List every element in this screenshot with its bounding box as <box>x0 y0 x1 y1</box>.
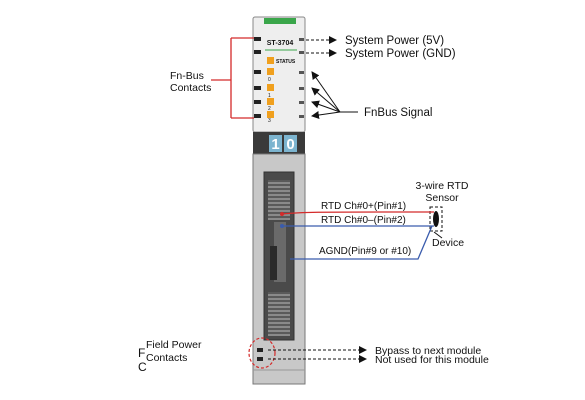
channel-label-0: 0 <box>268 77 271 83</box>
fnbus-contacts-bracket <box>211 37 254 119</box>
channel-label-3: 3 <box>268 118 271 124</box>
module-number-0: 0 <box>286 136 294 153</box>
system-power-callout: System Power (5V) System Power (GND) <box>306 35 456 60</box>
field-power-contact-2 <box>257 357 263 361</box>
channel-label-2: 2 <box>268 106 271 112</box>
contact-pad <box>254 50 261 54</box>
module-number-tab-0 <box>284 135 297 152</box>
device-pointer <box>433 231 443 239</box>
module-number-tab-1 <box>269 135 282 152</box>
channel-led-3 <box>267 111 274 118</box>
channel-led-1 <box>267 84 274 91</box>
field-power-cut-letter-f: F <box>138 346 145 360</box>
module-number-1: 1 <box>271 136 279 153</box>
rtd-plus-wire <box>281 211 435 215</box>
contact-pad <box>254 86 261 90</box>
terminal-latch <box>270 246 277 280</box>
agnd-label: AGND(Pin#9 or #10) <box>319 246 411 257</box>
sensor-device-element <box>433 211 439 227</box>
right-edge-contacts <box>299 38 304 118</box>
fnbus-contact-pads <box>254 37 261 118</box>
terminal-ribs-top <box>268 180 290 220</box>
terminal-ribs-bottom <box>268 292 290 336</box>
not-used-label: Not used for this module <box>375 354 489 366</box>
field-power-label-line2: Contacts <box>146 352 187 364</box>
contact-pad <box>254 114 261 118</box>
sensor-title-line2: Sensor <box>425 192 459 204</box>
rtd-minus-label: RTD Ch#0–(Pin#2) <box>321 215 406 226</box>
rtd-plus-label: RTD Ch#0+(Pin#1) <box>321 201 406 212</box>
channel-led-0 <box>267 68 274 75</box>
contact-pad <box>254 70 261 74</box>
fnbus-contacts-label-line1: Fn-Bus <box>170 70 204 82</box>
module-green-stripe <box>264 18 296 24</box>
device-label: Device <box>432 237 464 249</box>
status-label: STATUS <box>276 59 296 65</box>
fnbus-signal-label: FnBus Signal <box>364 107 432 119</box>
channel-label-1: 1 <box>268 93 271 99</box>
status-led <box>267 57 274 64</box>
io-module: ST-3704 STATUS 0 1 2 3 <box>252 16 306 385</box>
fnbus-contacts-label-line2: Contacts <box>170 82 211 94</box>
field-power-cut-letter-c: C <box>138 360 147 374</box>
rtd-plus-terminal <box>280 212 284 216</box>
rtd-minus-terminal <box>280 224 284 228</box>
sensor-device-box <box>429 206 443 232</box>
fnbus-signal-callout <box>311 71 358 119</box>
agnd-wire <box>290 225 433 260</box>
field-power-label-line1: Field Power <box>146 339 202 351</box>
bypass-label: Bypass to next module <box>375 345 481 357</box>
system-power-5v-label: System Power (5V) <box>345 35 444 47</box>
sensor-title-line1: 3-wire RTD <box>416 180 469 192</box>
module-model-text: ST-3704 <box>267 40 294 47</box>
field-power-highlight-circle <box>248 337 276 369</box>
field-power-contact-1 <box>257 348 263 352</box>
rtd-sensor-callout: 3-wire RTD Sensor Device RTD Ch#0+(Pin#1… <box>280 180 469 260</box>
field-power-callout: F C Field Power Contacts Bypass to next … <box>138 337 489 374</box>
contact-pad <box>254 100 261 104</box>
fnbus-contacts-callout: Fn-Bus Contacts <box>170 37 254 119</box>
system-power-gnd-label: System Power (GND) <box>345 48 456 60</box>
channel-led-2 <box>267 98 274 105</box>
contact-pad <box>254 37 261 41</box>
